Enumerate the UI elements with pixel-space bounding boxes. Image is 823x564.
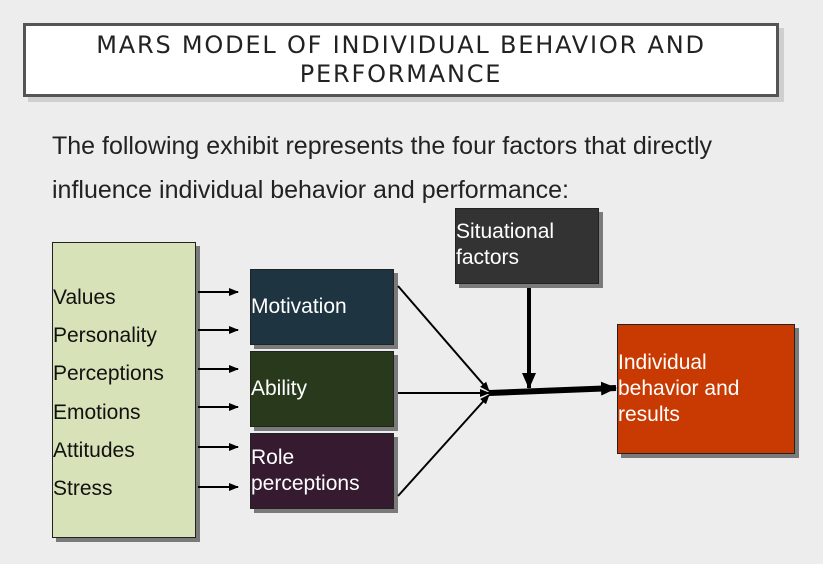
ability-label: Ability (251, 377, 308, 400)
factor-emotions: Emotions (53, 401, 141, 424)
outcome-label: Individual behavior and results (618, 351, 740, 426)
motivation-label: Motivation (251, 295, 347, 318)
factor-attitudes: Attitudes (53, 439, 135, 462)
factor-stress: Stress (53, 477, 113, 500)
role-perceptions-box: Role perceptions (250, 433, 394, 509)
role-arrow (397, 394, 490, 497)
outcome-arrow (488, 381, 617, 396)
intro-text: The following exhibit represents the fou… (52, 132, 713, 204)
individual-factors-box: Values Personality Perceptions Emotions … (52, 242, 196, 538)
ability-box: Ability (250, 351, 394, 427)
situational-factors-box: Situational factors (455, 208, 599, 284)
factor-perceptions: Perceptions (53, 362, 164, 385)
factor-values: Values (53, 286, 116, 309)
motivation-box: Motivation (250, 269, 394, 345)
factor-personality: Personality (53, 324, 157, 347)
role-perceptions-label: Role perceptions (251, 446, 360, 495)
outcome-box: Individual behavior and results (617, 324, 795, 454)
page-title: MARS MODEL OF INDIVIDUAL BEHAVIOR AND PE… (23, 23, 779, 97)
situational-factors-label: Situational factors (456, 220, 555, 269)
motivation-arrow (397, 285, 490, 392)
